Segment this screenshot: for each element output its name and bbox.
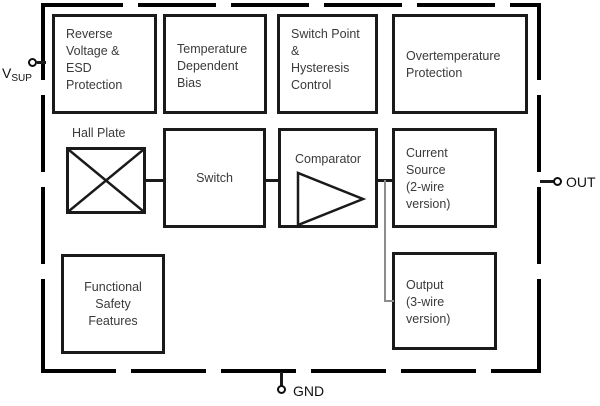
chip-outline-bottom-segment [41, 369, 116, 373]
chip-outline-bottom-segment [401, 369, 476, 373]
chip-outline-bottom-segment [311, 369, 386, 373]
block-reverse-voltage-esd-protection: Reverse Voltage & ESD Protection [52, 14, 157, 114]
block-switch: Switch [163, 128, 266, 228]
pin-label-gnd: GND [293, 383, 324, 399]
pin-label-vsup: VSUP [2, 65, 32, 84]
chip-outline-top-segment [41, 3, 123, 7]
comparator-triangle-icon [295, 153, 367, 233]
chip-outline-left-segment [41, 356, 45, 373]
chip-outline-right-segment [537, 95, 541, 172]
wire-comparator-tap-vertical [384, 180, 386, 301]
block-functional-safety-features: Functional Safety Features [61, 254, 165, 354]
block-temperature-dependent-bias: Temperature Dependent Bias [163, 14, 267, 114]
hall-plate-label: Hall Plate [72, 126, 126, 140]
chip-outline-top-segment [510, 3, 541, 7]
chip-outline-bottom-segment [131, 369, 206, 373]
block-switch-point-hysteresis-control: Switch Point & Hysteresis Control [277, 14, 378, 114]
block-output-3-wire: Output (3-wire version) [392, 252, 497, 350]
chip-outline-left-segment [41, 187, 45, 264]
chip-outline-right-segment [537, 356, 541, 373]
chip-outline-top-segment [138, 3, 216, 7]
pin-label-vsup-main: V [2, 65, 12, 81]
pin-dot-gnd[interactable] [277, 385, 286, 394]
pin-dot-out[interactable] [553, 177, 562, 186]
chip-outline-top-segment [417, 3, 495, 7]
chip-outline-right-segment [537, 187, 541, 264]
wire-vsup-to-chip [37, 61, 46, 64]
chip-outline-left-segment [41, 95, 45, 172]
hall-plate-cross-icon [69, 150, 143, 211]
wire-gnd-lead [280, 372, 283, 387]
pin-label-gnd-main: GND [293, 383, 325, 399]
chip-outline-top-segment [324, 3, 402, 7]
pin-label-out: OUT [566, 174, 596, 190]
hall-plate-element [66, 147, 146, 214]
wire-hall-to-switch [145, 179, 165, 182]
wire-switch-to-comparator [265, 179, 280, 182]
block-comparator: Comparator [278, 128, 378, 228]
block-overtemperature-protection: Overtemperature Protection [392, 14, 528, 114]
chip-outline-right-segment [537, 279, 541, 356]
pin-dot-vsup[interactable] [28, 58, 37, 67]
pin-label-vsup-sub: SUP [11, 73, 32, 84]
block-current-source-2-wire: Current Source (2-wire version) [392, 128, 497, 228]
chip-outline-bottom-segment [221, 369, 296, 373]
chip-outline-left-segment [41, 279, 45, 356]
chip-outline-left-segment [41, 3, 45, 80]
pin-label-out-main: OUT [566, 174, 596, 190]
wire-comparator-tap-to-output [384, 300, 394, 302]
chip-outline-bottom-segment [491, 369, 541, 373]
chip-outline-right-segment [537, 3, 541, 80]
wire-out-lead [540, 180, 555, 183]
comparator-label: Comparator [295, 152, 361, 166]
chip-outline-top-segment [231, 3, 309, 7]
